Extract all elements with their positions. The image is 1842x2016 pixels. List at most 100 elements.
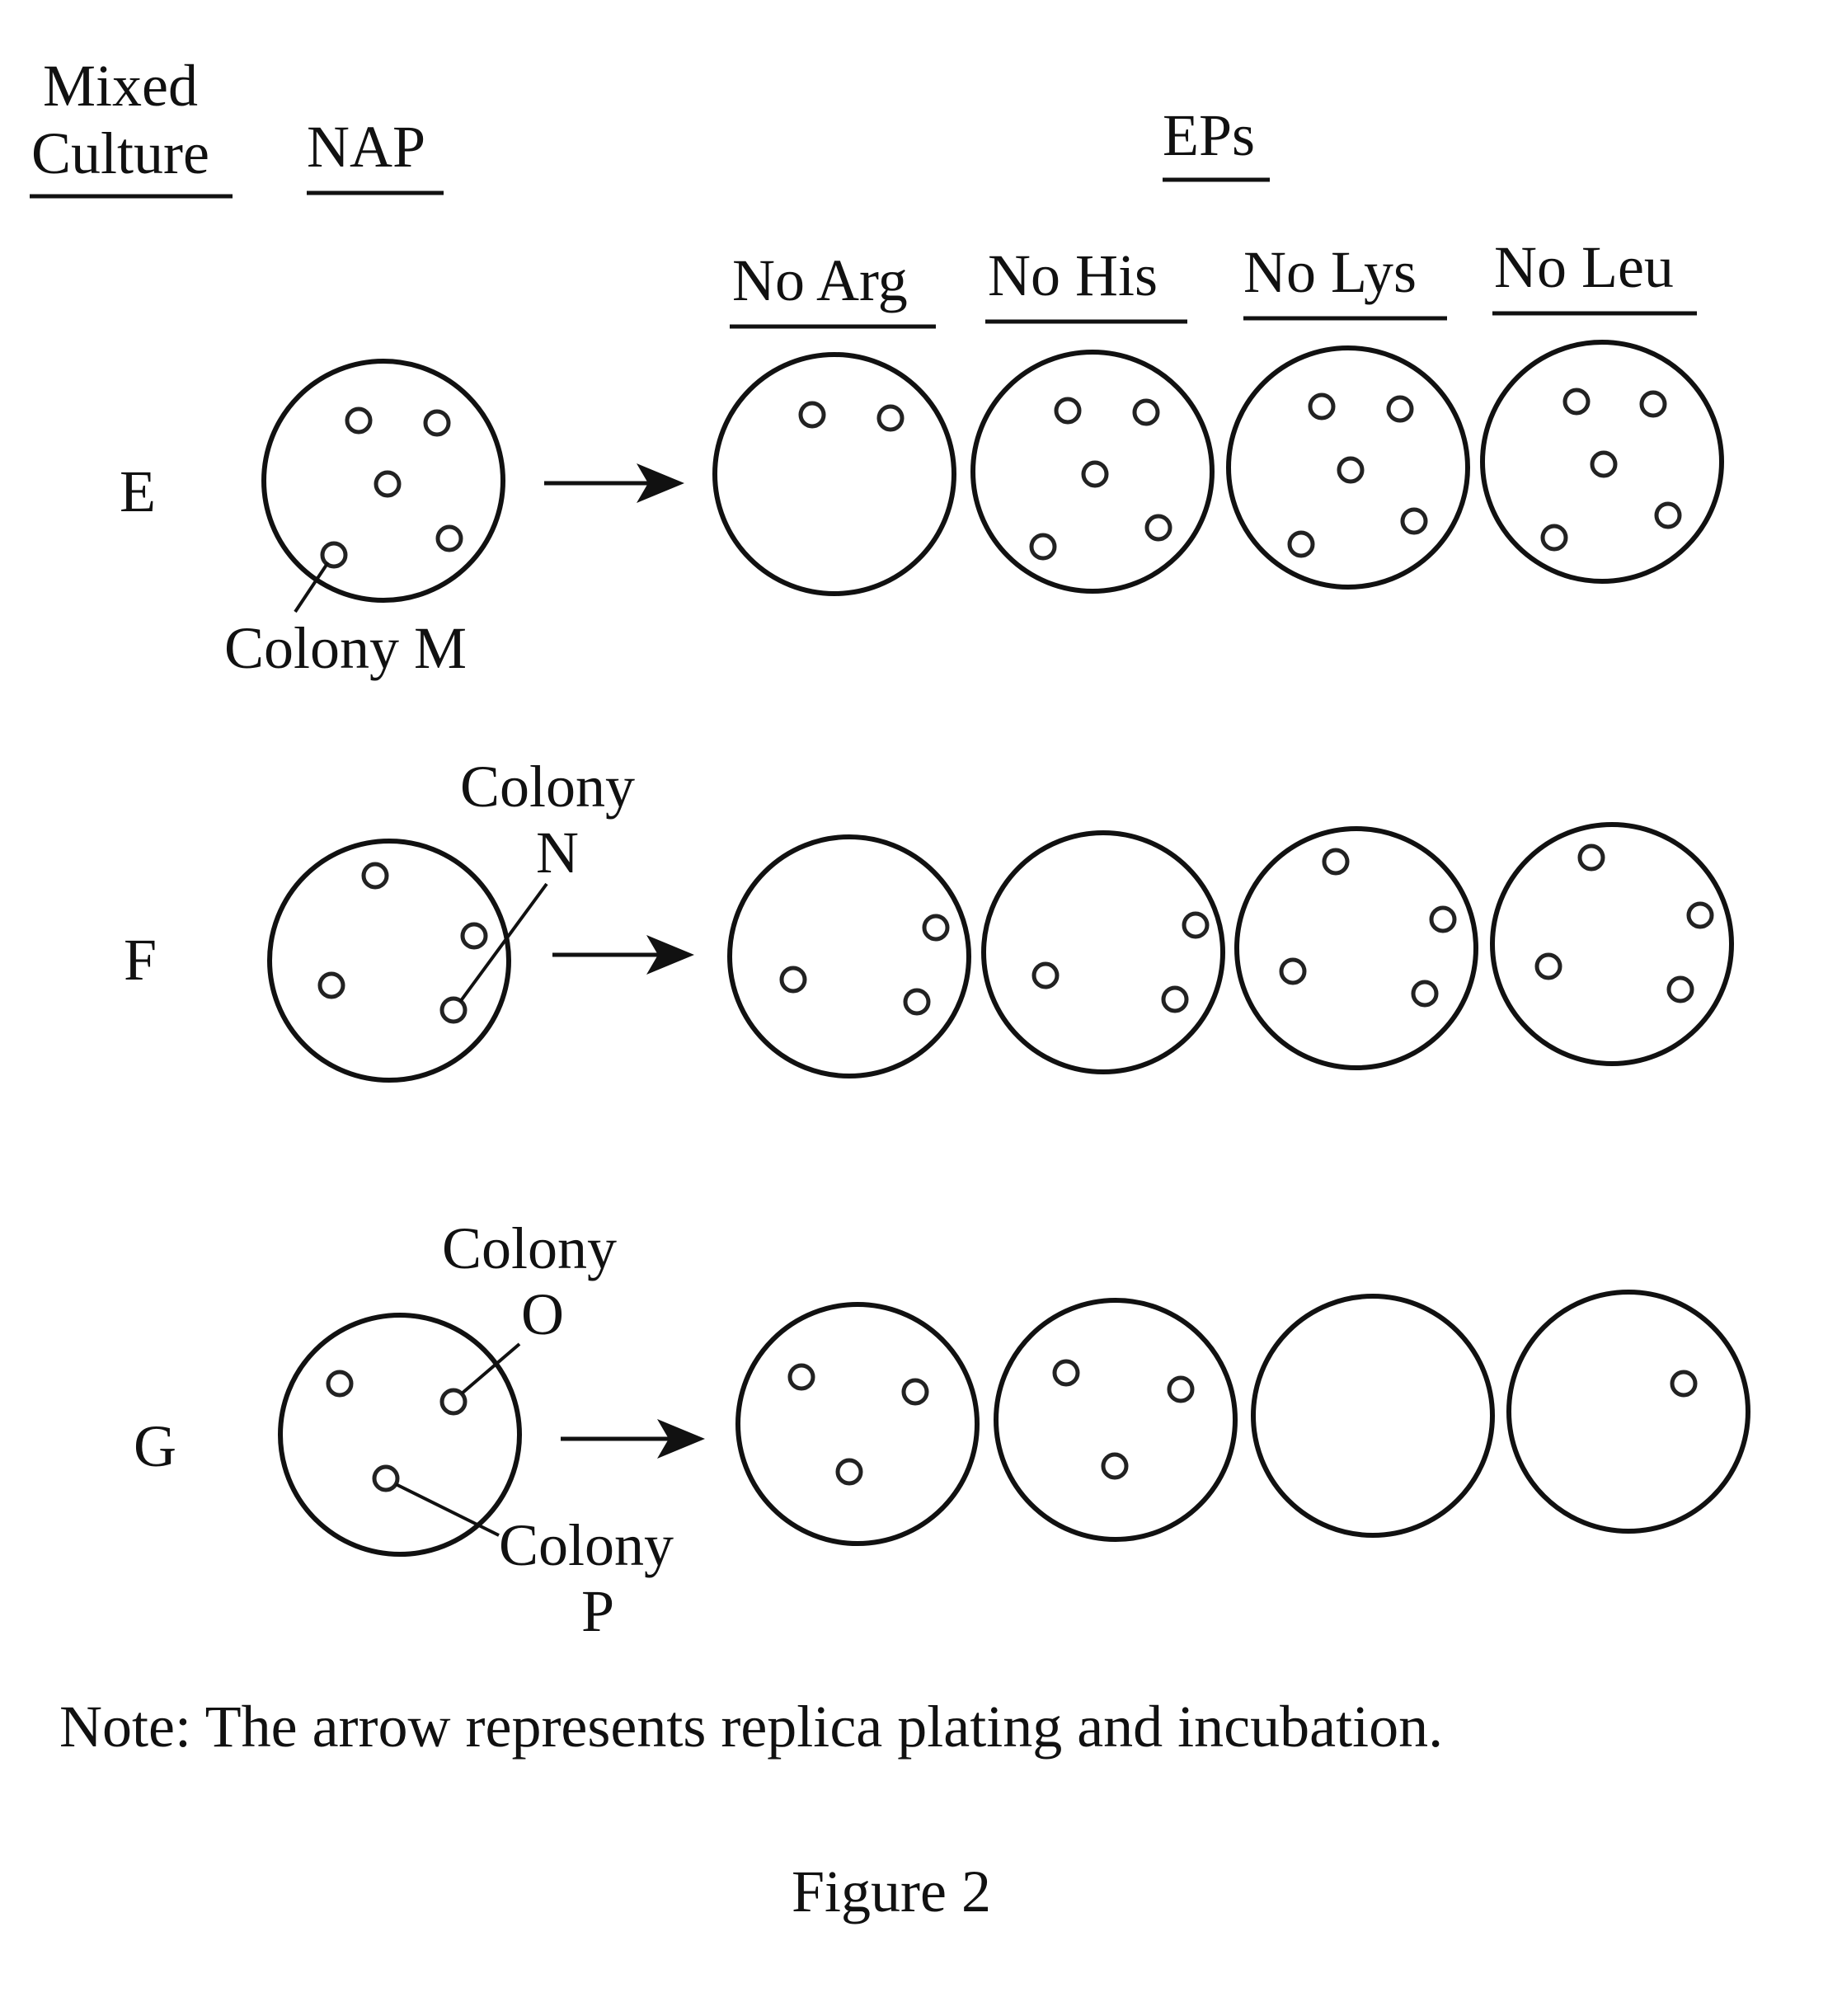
row-label-f: F (124, 927, 157, 993)
plate-outline (735, 1302, 980, 1546)
colony (1081, 460, 1109, 488)
colony-m-label: Colony M (224, 615, 467, 681)
colony (1279, 957, 1307, 985)
colony (1429, 905, 1457, 933)
plate-outline (1506, 1290, 1750, 1534)
colony (1322, 848, 1350, 876)
colony (1540, 524, 1568, 552)
colony (1182, 911, 1210, 939)
colony (876, 404, 905, 432)
colony (1161, 985, 1189, 1013)
plate-outline (981, 830, 1225, 1074)
colony (1029, 533, 1057, 561)
colony (1654, 501, 1682, 529)
colony (1031, 961, 1060, 989)
replica-arrow-g (561, 1419, 705, 1459)
nap-plate-g (278, 1313, 522, 1557)
medium-header-no-his: No His (988, 242, 1158, 308)
colony (1386, 395, 1414, 423)
plate-outline (1226, 345, 1470, 590)
colony (1577, 844, 1605, 872)
plate-outline (267, 839, 511, 1083)
colony (345, 406, 373, 435)
colony-n-label-line2: N (536, 820, 579, 886)
ep-plate-f-no-leu (1490, 822, 1734, 1066)
medium-header-no-arg: No Arg (732, 247, 908, 313)
ep-plate-g-no-his (994, 1298, 1238, 1542)
ep-plate-e-no-his (970, 350, 1215, 594)
colony (779, 966, 807, 994)
nap-plate-e (261, 359, 505, 603)
colony (1287, 530, 1315, 558)
eps-header: EPs (1163, 102, 1255, 168)
plate-outline (278, 1313, 522, 1557)
colony-n-leader-line (458, 882, 548, 1003)
ep-plate-g-no-arg (735, 1302, 980, 1546)
plate-outline (970, 350, 1215, 594)
colony (1052, 1359, 1080, 1387)
colony-o-label-line1: Colony (442, 1215, 617, 1281)
colony (787, 1363, 815, 1391)
colony (460, 922, 488, 950)
mixed-culture-header-line2: Culture (31, 120, 209, 186)
colony (901, 1378, 929, 1406)
row-label-g: G (134, 1413, 176, 1479)
plate-outline (1234, 826, 1478, 1070)
colony (1562, 388, 1591, 416)
colony (1308, 392, 1336, 421)
colony-o-leader-line (460, 1342, 521, 1395)
plate-outline (1490, 822, 1734, 1066)
colony-n (439, 996, 468, 1024)
colony-p-label-line2: P (581, 1578, 614, 1644)
colony (922, 914, 950, 942)
replica-arrow-e (544, 463, 684, 503)
colony-n-label-line1: Colony (460, 754, 635, 820)
ep-plate-f-no-arg (727, 834, 971, 1078)
colony (798, 401, 826, 429)
colony (423, 409, 451, 437)
colony (1534, 952, 1562, 980)
plate-outline (712, 352, 956, 596)
ep-plate-e-no-leu (1480, 340, 1724, 584)
row-g: G Colony O Colony P (134, 1215, 1750, 1644)
colony (1054, 397, 1082, 425)
row-f: F Colony N (124, 754, 1734, 1083)
colony-p-leader-line (395, 1483, 500, 1537)
ep-plate-g-no-lys (1251, 1294, 1495, 1538)
medium-headers: No Arg No His No Lys No Leu (730, 234, 1697, 329)
plate-outline (1480, 340, 1724, 584)
plate-outline (261, 359, 505, 603)
ep-plate-f-no-his (981, 830, 1225, 1074)
colony (1144, 514, 1172, 542)
colony (903, 988, 931, 1016)
colony (1132, 398, 1160, 426)
replica-arrow-f (552, 935, 694, 975)
colony-m (320, 541, 348, 569)
colony (835, 1458, 863, 1486)
nap-plate-f (267, 839, 511, 1083)
colony (1167, 1375, 1195, 1403)
nap-header: NAP (307, 114, 425, 180)
colony (326, 1370, 354, 1398)
colony (1411, 980, 1439, 1008)
ep-plate-g-no-leu (1506, 1290, 1750, 1534)
plate-outline (994, 1298, 1238, 1542)
colony (317, 971, 345, 999)
colony (1670, 1370, 1698, 1398)
colony-o-label-line2: O (521, 1281, 564, 1347)
colony (361, 862, 389, 890)
row-e: E Colony M (120, 340, 1724, 681)
colony (1101, 1452, 1129, 1480)
plate-outline (727, 834, 971, 1078)
colony (374, 470, 402, 498)
medium-header-no-leu: No Leu (1494, 234, 1674, 300)
colony-p-label-line1: Colony (499, 1512, 674, 1578)
figure-note: Note: The arrow represents replica plati… (59, 1694, 1443, 1760)
ep-plate-e-no-lys (1226, 345, 1470, 590)
row-label-e: E (120, 458, 156, 524)
medium-header-no-lys: No Lys (1243, 239, 1417, 305)
colony (435, 524, 463, 552)
plate-outline (1251, 1294, 1495, 1538)
colony (1639, 390, 1667, 418)
